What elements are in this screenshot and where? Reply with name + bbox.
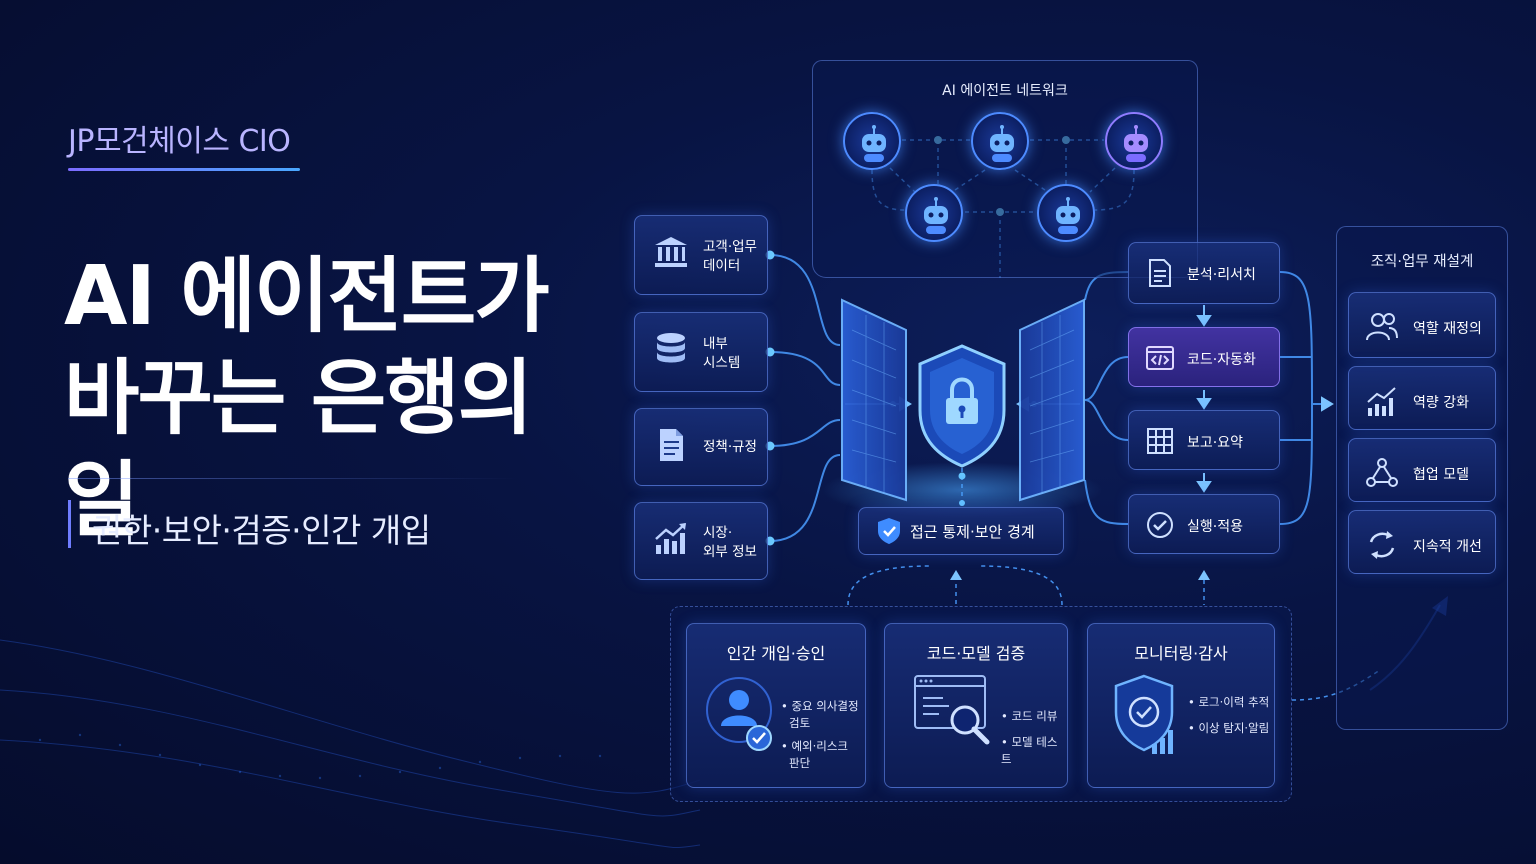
growth-chart-icon [1367, 387, 1396, 416]
control-item: • 이상 탐지·알림 [1188, 721, 1270, 735]
source-card-market-info: 시장· 외부 정보 [634, 502, 768, 580]
right-item-label: 지속적 개선 [1413, 539, 1482, 555]
headline: AI 에이전트가 바꾸는 은행의 일 [64, 249, 550, 548]
shield-check-icon [878, 518, 900, 544]
source-label-1: 시장· [703, 525, 733, 541]
right-item-label: 역할 재정의 [1413, 321, 1482, 337]
control-box-human-approval: 인간 개입·승인 • 중요 의사결정 검토 • 예외·리스크 판단 [686, 623, 866, 788]
control-title: 인간 개입·승인 [726, 644, 826, 663]
divider [68, 478, 518, 479]
control-item: 검토 [789, 716, 811, 730]
control-item: • 예외·리스크 [781, 739, 848, 753]
subtitle: 권한·보안·검증·인간 개입 [92, 511, 431, 550]
task-label: 실행·적용 [1187, 519, 1243, 535]
growth-chart-icon [655, 523, 686, 554]
task-card-analysis: 분석·리서치 [1128, 242, 1280, 304]
subtitle-bar [68, 500, 71, 548]
document-icon [1149, 259, 1171, 287]
robot-icon [1037, 184, 1095, 242]
task-label: 코드·자동화 [1187, 352, 1256, 368]
control-title: 코드·모델 검증 [926, 644, 1026, 663]
source-label-2: 외부 정보 [703, 544, 757, 560]
network-title: AI 에이전트 네트워크 [942, 83, 1068, 99]
control-item: • 코드 리뷰 [1001, 709, 1058, 723]
person-check-icon [706, 677, 772, 751]
task-label: 분석·리서치 [1187, 267, 1256, 283]
left-gate-panel [841, 298, 907, 502]
document-icon [660, 429, 683, 461]
shield-lock-icon [918, 344, 1006, 468]
task-card-code-automation: 코드·자동화 [1128, 327, 1280, 387]
right-item-improvement: 지속적 개선 [1348, 510, 1496, 574]
source-label-1: 내부 [703, 336, 728, 352]
task-label: 보고·요약 [1187, 435, 1243, 451]
robot-icon [1105, 112, 1163, 170]
right-item-collaboration: 협업 모델 [1348, 438, 1496, 502]
code-icon [1146, 346, 1174, 370]
task-card-execution: 실행·적용 [1128, 494, 1280, 554]
shield-monitor-icon [1114, 674, 1174, 754]
source-label-1: 고객·업무 [703, 239, 757, 255]
bank-icon [655, 237, 687, 267]
control-item: • 중요 의사결정 [781, 699, 859, 713]
source-label-2: 데이터 [703, 258, 741, 274]
control-item: • 모델 테스트 [1001, 735, 1058, 766]
people-icon [1366, 313, 1398, 341]
robot-icon [843, 112, 901, 170]
right-item-label: 역량 강화 [1413, 395, 1469, 411]
grid-icon [1147, 428, 1173, 454]
control-title: 모니터링·감사 [1134, 644, 1228, 663]
source-label-1: 정책·규정 [703, 439, 757, 455]
check-circle-icon [1147, 512, 1173, 538]
robot-icon [971, 112, 1029, 170]
control-box-code-model: 코드·모델 검증 • 코드 리뷰 • 모델 테스트 [884, 623, 1068, 788]
access-control-label: 접근 통제·보안 경계 [910, 523, 1035, 541]
org-underline [68, 168, 300, 171]
right-item-label: 협업 모델 [1413, 467, 1469, 483]
org-name: JP모건체이스 CIO [68, 124, 291, 159]
access-control-card [858, 507, 1064, 555]
network-icon [1366, 458, 1398, 487]
control-item: 판단 [789, 756, 811, 770]
task-card-report-summary: 보고·요약 [1128, 410, 1280, 470]
cycle-icon [1369, 531, 1395, 559]
org-redesign-title: 조직·업무 재설계 [1370, 254, 1474, 270]
control-box-monitoring: 모니터링·감사 • 로그·이력 추적 • 이상 탐지·알림 [1087, 623, 1275, 788]
right-gate-panel [1019, 298, 1085, 502]
control-item: • 로그·이력 추적 [1188, 695, 1270, 709]
source-label-2: 시스템 [703, 355, 741, 371]
database-icon [657, 333, 685, 363]
right-item-capability: 역량 강화 [1348, 366, 1496, 430]
right-item-role: 역할 재정의 [1348, 292, 1496, 358]
robot-icon [905, 184, 963, 242]
code-search-icon [914, 675, 990, 745]
source-card-policy: 정책·규정 [634, 408, 768, 486]
